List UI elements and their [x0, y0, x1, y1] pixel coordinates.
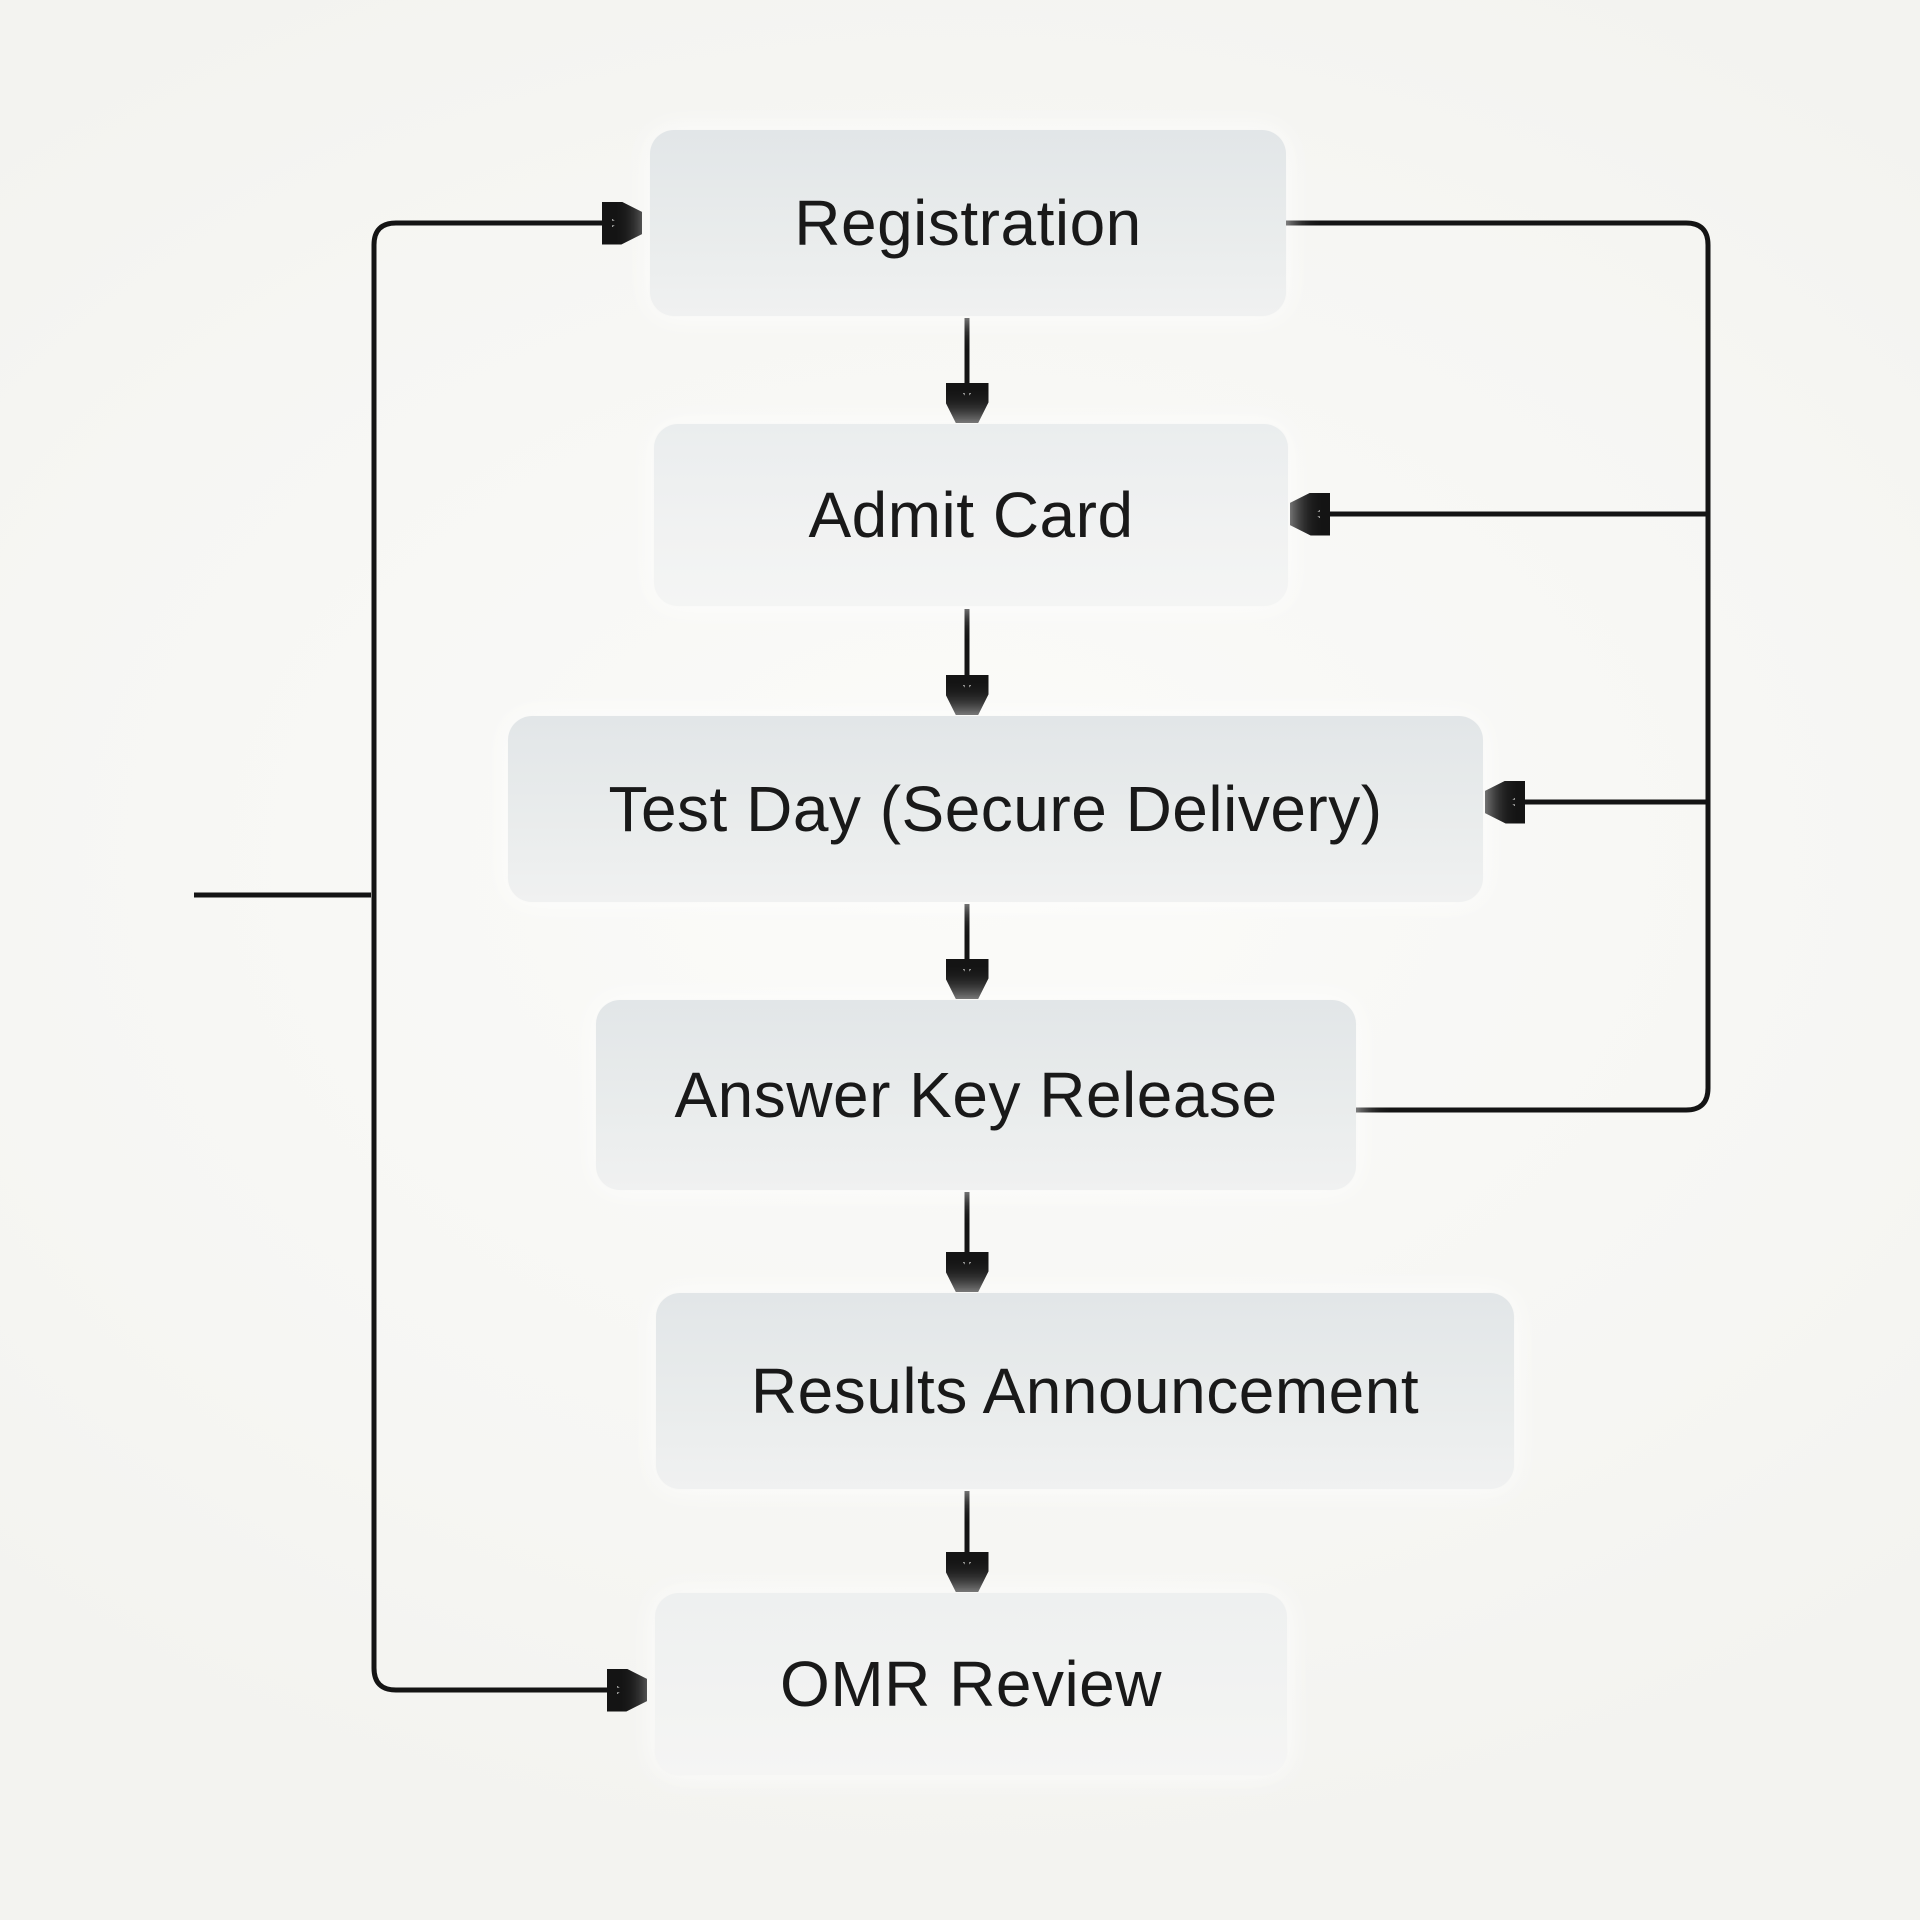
node-registration: Registration	[650, 130, 1286, 316]
node-answer-key: Answer Key Release	[596, 1000, 1356, 1190]
node-omr-review-label: OMR Review	[780, 1648, 1162, 1720]
node-results: Results Announcement	[656, 1293, 1514, 1489]
node-registration-label: Registration	[794, 187, 1142, 259]
node-test-day: Test Day (Secure Delivery)	[508, 716, 1483, 902]
node-admit-card-label: Admit Card	[808, 479, 1134, 551]
node-omr-review: OMR Review	[655, 1593, 1287, 1775]
edge-left-to-omr-review	[371, 895, 641, 1690]
edge-left-to-registration	[371, 223, 636, 895]
node-results-label: Results Announcement	[750, 1355, 1420, 1427]
node-answer-key-label: Answer Key Release	[674, 1059, 1278, 1131]
edge-right-rail	[1286, 220, 1711, 1113]
node-test-day-label: Test Day (Secure Delivery)	[608, 773, 1383, 845]
node-admit-card: Admit Card	[654, 424, 1288, 606]
